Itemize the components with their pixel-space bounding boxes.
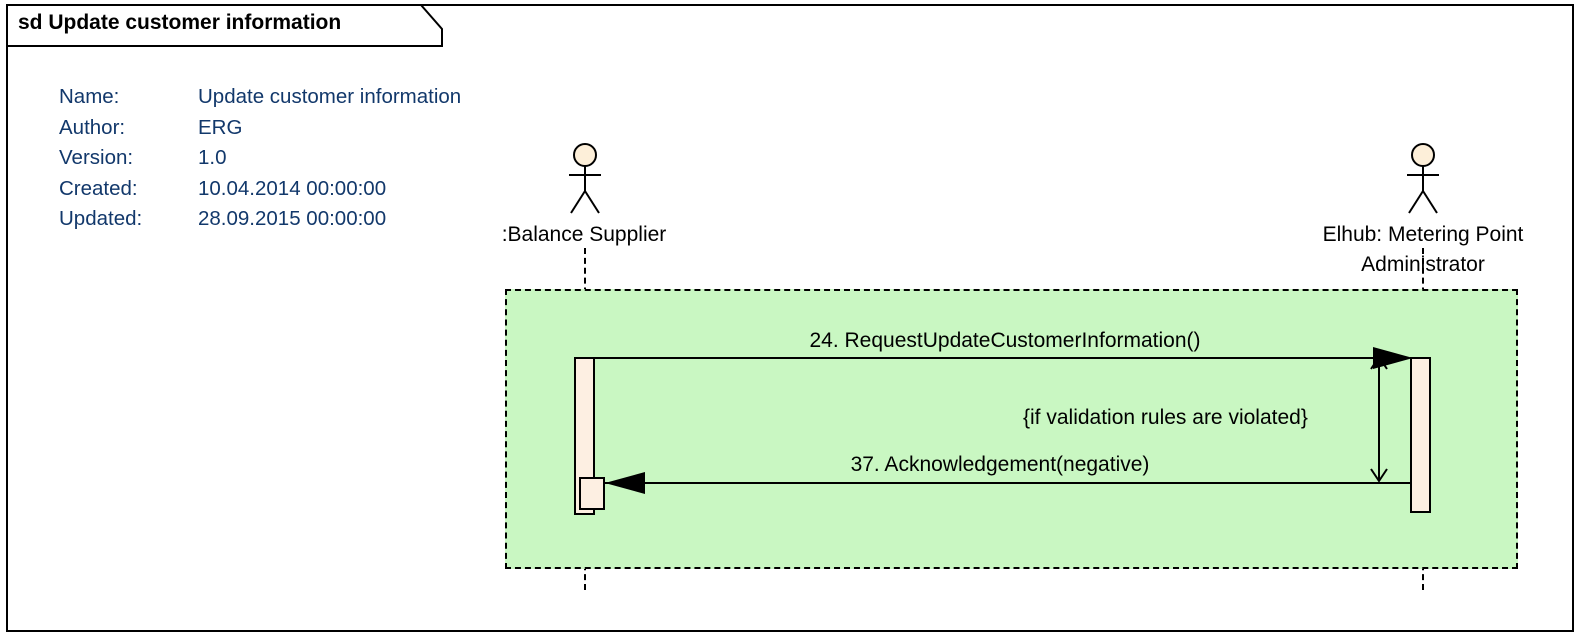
message-line-37: [604, 482, 1410, 484]
diagram-frame: [6, 4, 1574, 632]
title-tab-shape: [6, 4, 443, 47]
actor-stick-figure-icon: [1407, 143, 1439, 214]
lifeline-label-balance-supplier: :Balance Supplier: [501, 223, 667, 246]
actor-balance-supplier[interactable]: [564, 143, 606, 215]
activation-bar-balance-supplier: [574, 357, 595, 515]
constraint-label-validation-guard: {if validation rules are violated}: [1023, 406, 1308, 429]
metadata-value-created: 10.04.2014 00:00:00: [198, 176, 387, 200]
actor-metering-point-administrator[interactable]: [1402, 143, 1444, 215]
message-label-24: 24. RequestUpdateCustomerInformation(): [809, 329, 1201, 352]
metadata-key-updated: Updated:: [59, 207, 143, 231]
activation-bar-balance-supplier-nested: [579, 477, 605, 510]
interaction-region: [505, 289, 1518, 569]
diagram-title-tab: sd Update customer information: [6, 4, 443, 47]
diagram-metadata: Name: Update customer information Author:…: [59, 82, 461, 235]
metadata-row-version: Version: 1.0: [59, 143, 461, 174]
metadata-value-name: Update customer information: [198, 85, 462, 108]
double-headed-vertical-arrow-icon: [1370, 355, 1388, 483]
arrowhead-left-icon: [605, 472, 645, 494]
lifeline-label-metering-point-administrator-line1: Elhub: Metering Point: [1322, 223, 1524, 246]
metadata-key-name: Name:: [59, 85, 120, 108]
metadata-key-created: Created:: [59, 176, 138, 200]
metadata-row-updated: Updated: 28.09.2015 00:00:00: [59, 204, 461, 235]
metadata-key-author: Author:: [59, 115, 126, 139]
metadata-row-author: Author: ERG: [59, 113, 461, 144]
message-line-24: [595, 357, 1395, 359]
metadata-value-updated: 28.09.2015 00:00:00: [198, 207, 387, 231]
diagram-title-label: sd Update customer information: [18, 11, 342, 34]
metadata-key-version: Version:: [59, 146, 134, 170]
metadata-row-name: Name: Update customer information: [59, 82, 461, 113]
message-label-37: 37. Acknowledgement(negative): [850, 453, 1150, 476]
metadata-value-author: ERG: [198, 115, 243, 139]
actor-stick-figure-icon: [569, 143, 601, 214]
metadata-row-created: Created: 10.04.2014 00:00:00: [59, 174, 461, 205]
metadata-value-version: 1.0: [198, 146, 227, 170]
activation-bar-metering-point-administrator: [1410, 357, 1431, 513]
message-arrowhead-37: [605, 472, 645, 494]
duration-constraint-arrow: [1367, 355, 1391, 483]
